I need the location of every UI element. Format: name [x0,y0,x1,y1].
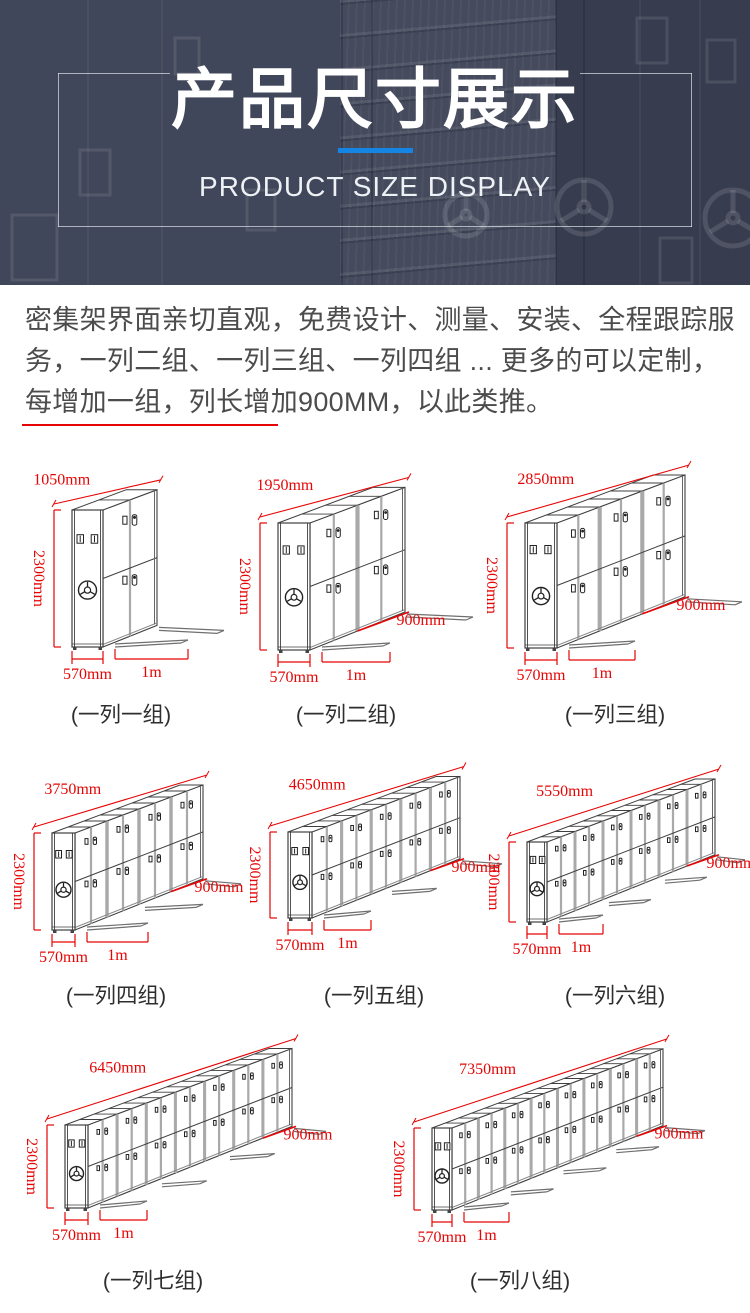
section-dimension-label: 900mm [397,612,446,629]
unit-caption: (一列一组) [71,703,171,727]
width-dimension-label: 3750mm [44,781,101,798]
banner-art-bookshelf [340,0,556,285]
unit-drawing-2: 2300mm 1950mm 570mm 1m 900mm (一列二组) [236,473,474,727]
banner-subtitle: PRODUCT SIZE DISPLAY [199,171,551,202]
depth-dimension-label: 570mm [63,666,112,683]
unit-caption: (一列七组) [103,1269,203,1293]
depth-dimension-label: 570mm [39,949,88,966]
depth-dimension-label: 570mm [270,669,319,686]
banner-art-right [556,0,750,285]
hand-wheel-icon [434,1168,450,1184]
title-accent-bar [338,148,413,153]
hand-wheel-icon [68,1165,85,1182]
unit-drawing-6: 2300mm 5550mm 570mm 1m 900mm (一列六组) [485,764,750,1008]
height-dimension-label: 2300mm [485,854,502,911]
banner: 产品尺寸展示 PRODUCT SIZE DISPLAY [0,0,750,285]
width-dimension-label: 5550mm [536,783,593,800]
rail-dimension-label: 1m [571,939,592,956]
banner-border-right [691,73,692,227]
height-dimension-label: 2300mm [30,550,47,607]
hand-wheel-icon [77,580,98,600]
intro-line-3: 每增加一组，列长增加900MM，以此类推。 [25,387,554,417]
section-dimension-label: 900mm [452,859,501,876]
section-dimension-label: 900mm [195,879,244,896]
width-dimension-label: 6450mm [89,1059,146,1076]
depth-dimension-label: 570mm [52,1227,101,1244]
unit-caption: (一列二组) [296,703,396,727]
frame-icons [10,16,737,285]
hand-wheel-icon [529,881,545,897]
hand-wheel-icon [284,587,304,607]
rail-dimension-label: 1m [337,935,358,952]
section-dimension-label: 900mm [677,597,726,614]
rail-dimension-label: 1m [141,664,162,681]
unit-caption: (一列八组) [470,1269,570,1293]
unit-drawing-8: 2300mm 7350mm 570mm 1m 900mm (一列八组) [390,1034,706,1293]
unit-caption: (一列三组) [565,703,665,727]
banner-border-bottom [58,226,692,227]
rail-dimension-label: 1m [113,1225,134,1242]
section-dimension-label: 900mm [284,1126,333,1143]
section-dimension-label: 900mm [707,855,750,872]
intro-line-2: 务，一列二组、一列三组、一列四组 ... 更多的可以定制， [25,346,720,376]
rail-dimension-label: 1m [476,1227,497,1244]
depth-dimension-label: 570mm [517,667,566,684]
unit-drawing-4: 2300mm 3750mm 570mm 1m 900mm (一列四组) [10,770,244,1008]
depth-dimension-label: 570mm [418,1229,467,1246]
height-dimension-label: 2300mm [236,558,253,615]
banner-border-left [58,73,59,227]
intro-line-1: 密集架界面亲切直观，免费设计、测量、安装、全程跟踪服 [25,305,735,335]
size-diagrams: 2300mm 1050mm 570mm 1m (一列一组) 2300mm 1950mm 570… [10,460,750,1293]
banner-art-decor [10,0,750,285]
wheel-icons [442,177,750,249]
height-dimension-label: 2300mm [390,1141,407,1198]
unit-caption: (一列四组) [66,984,166,1008]
unit-drawing-7: 2300mm 6450mm 570mm 1m 900mm (一列七组) [23,1034,333,1293]
width-dimension-label: 1950mm [256,477,313,494]
depth-dimension-label: 570mm [513,941,562,958]
rail-dimension-label: 1m [592,665,613,682]
unit-drawing-5: 2300mm 4650mm 570mm 1m 900mm (一列五组) [246,762,503,1008]
width-dimension-label: 7350mm [459,1061,516,1078]
height-dimension-label: 2300mm [10,853,27,910]
section-dimension-label: 900mm [655,1126,704,1143]
banner-border-top-left [58,73,170,74]
hand-wheel-icon [531,586,551,606]
rail-dimension-label: 1m [107,947,128,964]
unit-caption: (一列六组) [565,984,665,1008]
height-dimension-label: 2300mm [246,847,263,904]
depth-dimension-label: 570mm [276,937,325,954]
width-dimension-label: 4650mm [289,776,346,793]
unit-caption: (一列五组) [324,984,424,1008]
intro-red-underline [22,424,278,426]
banner-title: 产品尺寸展示 [171,62,579,136]
unit-drawing-1: 2300mm 1050mm 570mm 1m (一列一组) [30,471,225,727]
hand-wheel-icon [55,881,72,898]
hand-wheel-icon [292,874,308,891]
rail-dimension-label: 1m [346,667,367,684]
height-dimension-label: 2300mm [23,1138,40,1195]
intro-paragraph: 密集架界面亲切直观，免费设计、测量、安装、全程跟踪服 务，一列二组、一列三组、一… [25,300,735,423]
width-dimension-label: 1050mm [33,471,90,488]
unit-drawing-3: 2300mm 2850mm 570mm 1m 900mm (一列三组) [483,460,743,727]
height-dimension-label: 2300mm [483,557,500,614]
banner-border-top-right [580,73,692,74]
width-dimension-label: 2850mm [517,471,574,488]
